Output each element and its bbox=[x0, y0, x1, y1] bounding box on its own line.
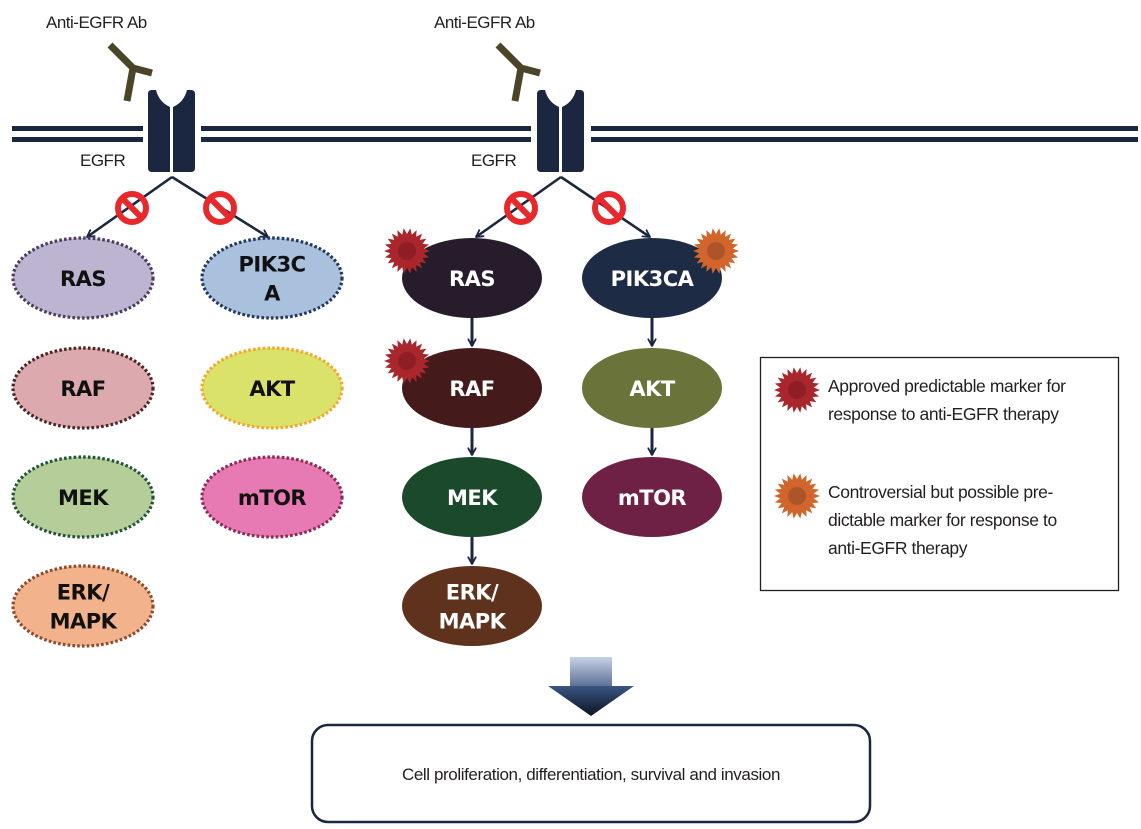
node-label: MEK bbox=[58, 486, 109, 510]
node-erk: ERK/MAPK bbox=[11, 564, 155, 648]
egfr-receptor-icon bbox=[148, 90, 195, 172]
node-mtor: mTOR bbox=[582, 457, 722, 537]
node-label: RAS bbox=[449, 267, 495, 291]
right-panel-marker-pathway: Anti-EGFR Ab EGFR RAS PIK3CA RAF AKT MEK mTOR… bbox=[384, 13, 739, 646]
node-ellipse bbox=[11, 236, 155, 320]
legend-text: Controversial but possible pre- bbox=[828, 482, 1054, 502]
node-label: AKT bbox=[249, 377, 296, 401]
node-label: PIK3CA bbox=[611, 267, 695, 291]
node-ellipse bbox=[200, 346, 344, 430]
node-ellipse bbox=[11, 346, 155, 430]
receptor-label: EGFR bbox=[80, 151, 125, 170]
legend-text: Approved predictable marker for bbox=[828, 376, 1066, 396]
node-label: ERK/ bbox=[446, 581, 499, 605]
receptor-half bbox=[537, 90, 559, 172]
membrane-line bbox=[201, 126, 531, 131]
membrane-line bbox=[201, 137, 531, 142]
pathway-arrows bbox=[472, 318, 652, 564]
cell-membrane bbox=[12, 126, 1138, 142]
node-mek: MEK bbox=[11, 455, 155, 539]
node-ellipse bbox=[582, 457, 722, 537]
node-label: A bbox=[264, 282, 281, 306]
antibody-shape bbox=[107, 42, 153, 102]
big-down-arrow-icon bbox=[548, 657, 634, 716]
receptor-half bbox=[148, 90, 170, 172]
node-pik3ca: PIK3CA bbox=[582, 228, 739, 318]
legend-item-approved: Approved predictable marker for response … bbox=[774, 367, 1067, 424]
node-label: RAF bbox=[449, 377, 494, 401]
node-mek: MEK bbox=[402, 457, 542, 537]
antibody-icon bbox=[107, 42, 153, 102]
node-ellipse bbox=[402, 457, 542, 537]
node-label: MAPK bbox=[50, 610, 118, 634]
receptor-label: EGFR bbox=[471, 151, 516, 170]
inhibition-icon bbox=[592, 191, 626, 225]
receptor-branch-arrows bbox=[476, 175, 650, 239]
antibody-icon bbox=[495, 42, 541, 102]
right-node-group: RAS PIK3CA RAF AKT MEK mTOR ERK/MAPK bbox=[384, 228, 739, 646]
approved-marker-icon bbox=[774, 367, 820, 413]
node-raf: RAF bbox=[11, 346, 155, 430]
node-label: RAS bbox=[60, 267, 106, 291]
antibody-label: Anti-EGFR Ab bbox=[434, 13, 535, 32]
node-pik3ca: PIK3C A bbox=[200, 236, 344, 320]
node-ellipse bbox=[582, 348, 722, 428]
node-ras: RAS bbox=[11, 236, 155, 320]
outcome-box: Cell proliferation, differentiation, sur… bbox=[310, 723, 872, 824]
approved-marker-icon bbox=[384, 228, 430, 274]
node-label: MEK bbox=[447, 486, 498, 510]
inhibition-icon bbox=[504, 191, 538, 225]
legend-box bbox=[759, 356, 1120, 592]
left-node-group: RAS PIK3C A RAF AKT MEK mTOR ERK/MAPK bbox=[11, 236, 344, 648]
node-ellipse bbox=[200, 236, 344, 320]
legend-text: anti-EGFR therapy bbox=[828, 538, 968, 558]
node-akt: AKT bbox=[200, 346, 344, 430]
node-label: AKT bbox=[629, 377, 676, 401]
legend: Approved predictable marker for response … bbox=[759, 356, 1120, 592]
node-raf: RAF bbox=[384, 338, 542, 428]
inhibition-icon bbox=[115, 191, 149, 225]
controversial-marker-icon bbox=[774, 473, 820, 519]
legend-text: dictable marker for response to bbox=[828, 510, 1057, 530]
legend-item-controversial: Controversial but possible pre-dictable … bbox=[774, 473, 1057, 558]
node-akt: AKT bbox=[582, 348, 722, 428]
node-label: MAPK bbox=[439, 610, 507, 634]
membrane-line bbox=[591, 137, 1138, 142]
antibody-label: Anti-EGFR Ab bbox=[46, 13, 147, 32]
approved-marker-icon bbox=[384, 338, 430, 384]
node-label: PIK3C bbox=[238, 253, 305, 277]
node-erk: ERK/MAPK bbox=[402, 566, 542, 646]
node-label: ERK/ bbox=[57, 581, 110, 605]
node-ras: RAS bbox=[384, 228, 542, 318]
membrane-line bbox=[12, 126, 143, 131]
antibody-shape bbox=[495, 42, 541, 102]
node-label: RAF bbox=[60, 377, 105, 401]
node-mtor: mTOR bbox=[200, 455, 344, 539]
receptor-half bbox=[562, 90, 584, 172]
node-label: mTOR bbox=[618, 486, 687, 510]
outcome-label: Cell proliferation, differentiation, sur… bbox=[402, 765, 780, 784]
egfr-receptor-icon bbox=[537, 90, 584, 172]
left-panel-blocked-pathway: Anti-EGFR Ab EGFR RAS PIK3C A RAF AKT MEK mTOR… bbox=[11, 13, 344, 648]
node-ellipse bbox=[11, 455, 155, 539]
node-ellipse bbox=[402, 566, 542, 646]
membrane-line bbox=[12, 137, 143, 142]
legend-text: response to anti-EGFR therapy bbox=[828, 404, 1059, 424]
node-ellipse bbox=[11, 564, 155, 648]
node-ellipse bbox=[582, 238, 722, 318]
receptor-half bbox=[173, 90, 195, 172]
receptor-branch-arrows bbox=[87, 175, 268, 239]
membrane-line bbox=[591, 126, 1138, 131]
node-label: mTOR bbox=[238, 486, 307, 510]
node-ellipse bbox=[402, 348, 542, 428]
node-ellipse bbox=[402, 238, 542, 318]
node-ellipse bbox=[200, 455, 344, 539]
inhibition-icon bbox=[203, 191, 237, 225]
controversial-marker-icon bbox=[693, 228, 739, 274]
